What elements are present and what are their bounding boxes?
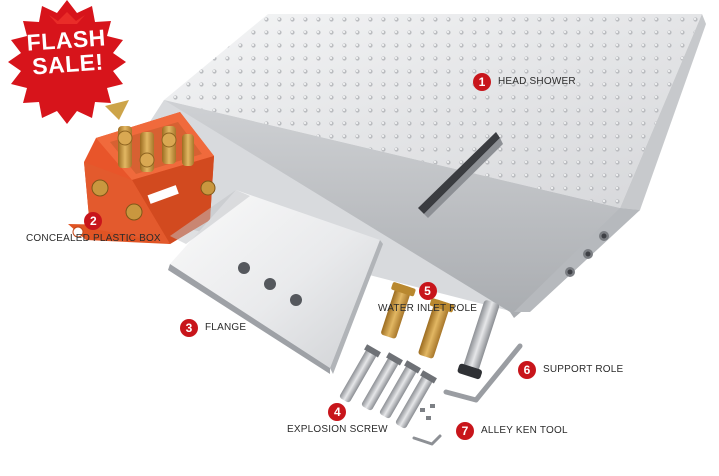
callout-number: 6 — [518, 361, 536, 379]
callout-number: 5 — [418, 282, 437, 300]
flash-sale-badge: FLASH SALE! — [0, 0, 150, 120]
callout-label: FLANGE — [205, 322, 247, 333]
support-role-image — [457, 300, 500, 380]
callout-explosion-screw: 4 EXPLOSION SCREW — [287, 403, 388, 435]
callout-number: 1 — [473, 73, 491, 91]
callout-support-role: 6 SUPPORT ROLE — [518, 361, 623, 379]
allen-key-image — [412, 343, 523, 446]
head-shower-image — [96, 14, 706, 318]
callout-label: ALLEY KEN TOOL — [481, 425, 568, 436]
callout-label: WATER INLET ROLE — [378, 303, 478, 314]
flash-sale-starburst — [8, 0, 129, 124]
callout-label: HEAD SHOWER — [498, 76, 576, 87]
callout-label: SUPPORT ROLE — [543, 364, 624, 375]
callout-number: 4 — [328, 403, 347, 421]
callout-alley-ken-tool: 7 ALLEY KEN TOOL — [456, 422, 568, 440]
water-inlet-roles-image — [381, 282, 455, 359]
callout-water-inlet-role: 5 WATER INLET ROLE — [378, 282, 477, 314]
callout-number: 3 — [180, 319, 198, 337]
callout-flange: 3 FLANGE — [180, 319, 246, 337]
callout-label: EXPLOSION SCREW — [287, 424, 388, 435]
callout-label: CONCEALED PLASTIC BOX — [26, 233, 161, 244]
flash-sale-text: FLASH SALE! — [6, 24, 127, 80]
callout-number: 7 — [456, 422, 474, 440]
callout-head-shower: 1 HEAD SHOWER — [473, 73, 576, 91]
callout-number: 2 — [84, 212, 103, 230]
flange-image — [168, 190, 383, 374]
explosion-screws-image — [339, 344, 437, 429]
callout-concealed-plastic-box: 2 CONCEALED PLASTIC BOX — [26, 212, 161, 244]
